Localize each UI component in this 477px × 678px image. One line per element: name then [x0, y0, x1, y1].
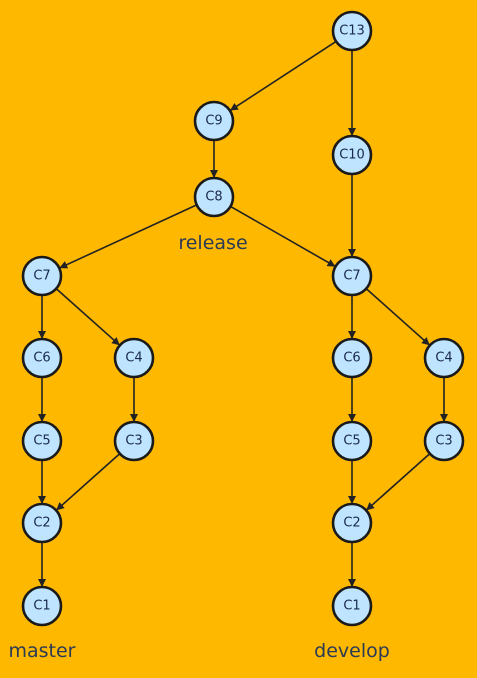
edge-left-c3-to-left-c2	[56, 453, 121, 511]
commit-label-top-c13: C13	[339, 24, 365, 39]
edge-top-c8-to-left-c7	[59, 204, 198, 269]
commit-node-right-c3: C3	[423, 420, 465, 462]
commit-node-left-c2: C2	[21, 502, 63, 544]
commit-node-left-c6: C6	[21, 337, 63, 379]
commit-circle-left-c3	[113, 420, 155, 462]
commit-label-right-c2: C2	[343, 516, 360, 531]
commit-node-top-c9: C9	[193, 100, 235, 142]
commit-node-top-c8: C8	[193, 176, 235, 218]
commit-label-top-c10: C10	[339, 148, 365, 163]
commit-circle-right-c3	[423, 420, 465, 462]
commit-circle-right-c5	[331, 420, 373, 462]
branch-label-develop: develop	[314, 640, 390, 662]
commit-circle-top-c8	[193, 176, 235, 218]
commit-label-left-c1: C1	[33, 599, 50, 614]
commit-node-right-c1: C1	[331, 585, 373, 627]
commit-label-left-c6: C6	[33, 351, 50, 366]
commit-circle-left-c6	[21, 337, 63, 379]
commit-label-right-c4: C4	[435, 351, 452, 366]
commit-label-left-c5: C5	[33, 434, 50, 449]
commit-circle-top-c10	[331, 134, 373, 176]
commit-label-top-c8: C8	[205, 190, 222, 205]
commit-node-right-c4: C4	[423, 337, 465, 379]
branch-label-release: release	[178, 232, 247, 254]
edge-top-c13-to-top-c9	[229, 40, 337, 111]
commit-circle-left-c5	[21, 420, 63, 462]
edge-top-c8-to-right-c7	[230, 205, 336, 267]
commit-circle-right-c4	[423, 337, 465, 379]
commit-node-left-c7: C7	[21, 255, 63, 297]
commit-circle-left-c4	[113, 337, 155, 379]
branch-label-master: master	[8, 640, 75, 662]
commit-circle-right-c2	[331, 502, 373, 544]
commit-label-top-c9: C9	[205, 114, 222, 129]
commit-label-left-c3: C3	[125, 434, 142, 449]
commit-circle-left-c7	[21, 255, 63, 297]
commit-node-right-c2: C2	[331, 502, 373, 544]
commit-circle-left-c2	[21, 502, 63, 544]
commit-label-left-c2: C2	[33, 516, 50, 531]
commit-circle-top-c9	[193, 100, 235, 142]
commit-node-right-c7: C7	[331, 255, 373, 297]
commit-label-right-c6: C6	[343, 351, 360, 366]
commit-circle-right-c1	[331, 585, 373, 627]
edge-right-c7-to-right-c4	[365, 288, 430, 346]
commit-node-top-c13: C13	[331, 10, 373, 52]
commit-label-left-c7: C7	[33, 269, 50, 284]
commit-circle-left-c1	[21, 585, 63, 627]
commit-node-right-c6: C6	[331, 337, 373, 379]
edge-right-c3-to-right-c2	[366, 453, 431, 511]
commit-node-left-c3: C3	[113, 420, 155, 462]
commit-circle-top-c13	[331, 10, 373, 52]
commit-node-top-c10: C10	[331, 134, 373, 176]
commit-label-right-c5: C5	[343, 434, 360, 449]
commit-label-right-c3: C3	[435, 434, 452, 449]
edge-left-c7-to-left-c4	[55, 288, 120, 346]
commit-node-left-c4: C4	[113, 337, 155, 379]
commit-node-right-c5: C5	[331, 420, 373, 462]
commit-label-left-c4: C4	[125, 351, 142, 366]
commit-circle-right-c7	[331, 255, 373, 297]
commit-label-right-c7: C7	[343, 269, 360, 284]
commit-circle-right-c6	[331, 337, 373, 379]
commit-label-right-c1: C1	[343, 599, 360, 614]
commit-node-left-c1: C1	[21, 585, 63, 627]
commit-node-left-c5: C5	[21, 420, 63, 462]
edges-layer	[38, 40, 448, 587]
